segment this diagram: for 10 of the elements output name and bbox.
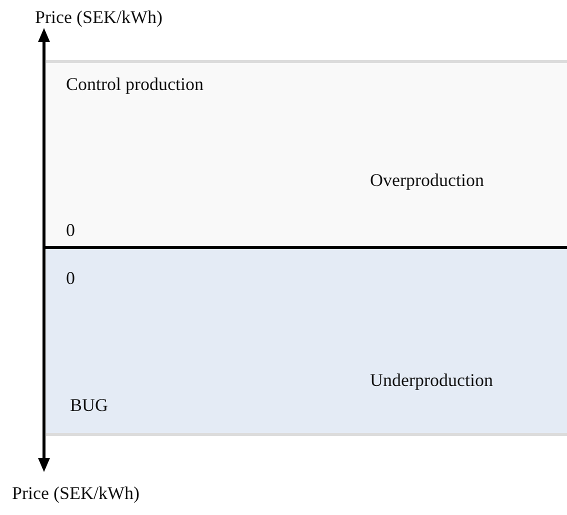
axis-label: Price (SEK/kWh) [35, 6, 162, 28]
price-band [46, 247, 567, 436]
band-label: 0 [66, 267, 75, 289]
band-label: Overproduction [370, 169, 484, 191]
price-band [46, 60, 567, 247]
axis-label: Price (SEK/kWh) [12, 482, 140, 504]
band-label: BUG [70, 394, 108, 416]
band-label: Underproduction [370, 369, 493, 391]
band-label: Control production [66, 73, 204, 95]
band-label: 0 [66, 219, 75, 241]
